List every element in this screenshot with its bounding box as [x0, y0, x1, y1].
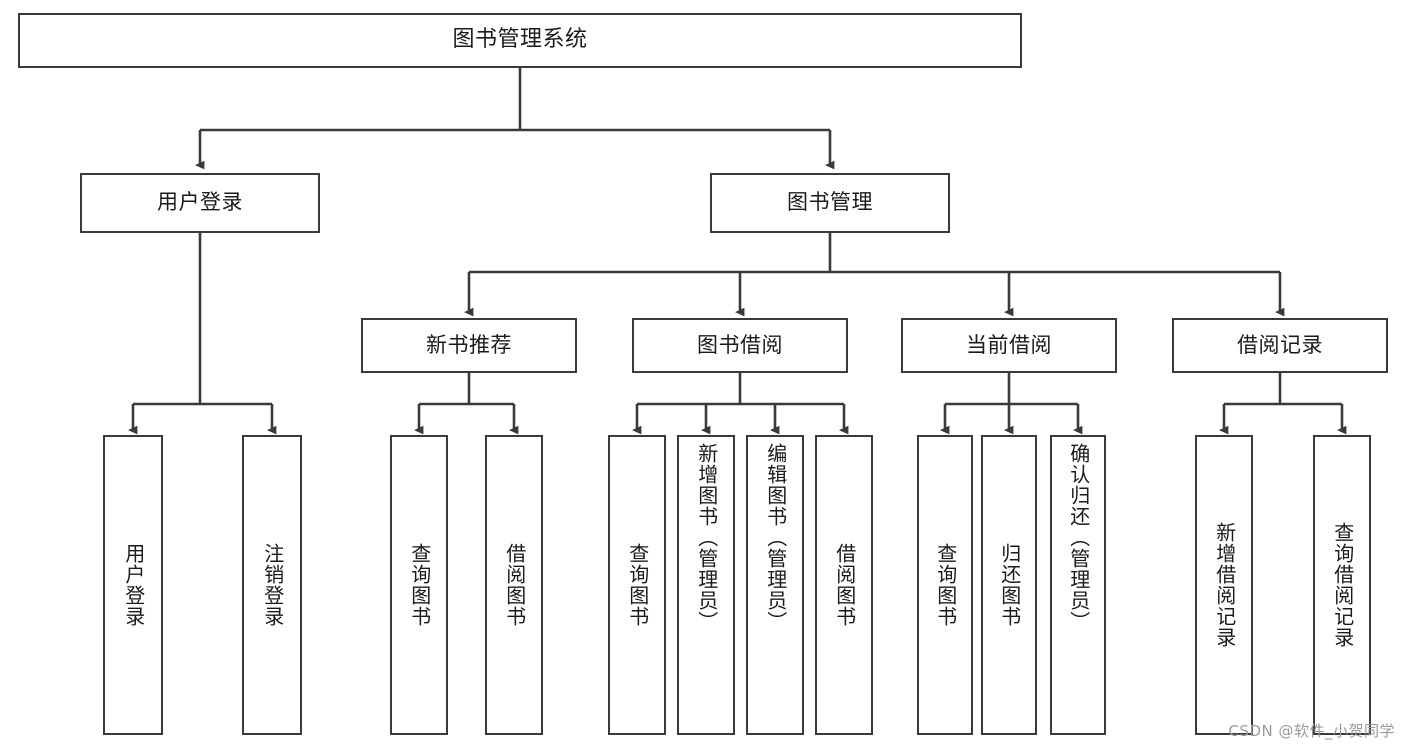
node-new-book-recommend[interactable]: 新书推荐: [361, 318, 577, 373]
node-book-management[interactable]: 图书管理: [710, 173, 950, 233]
node-label: 借阅图书: [502, 543, 527, 627]
node-label: 注销登录: [260, 543, 285, 627]
leaf-borrow-record-add[interactable]: 新增借阅记录: [1195, 435, 1253, 735]
node-label: 借阅记录: [1237, 332, 1323, 357]
node-current-borrow[interactable]: 当前借阅: [901, 318, 1117, 373]
node-label: 归还图书: [997, 543, 1022, 627]
leaf-user-login-logout[interactable]: 注销登录: [242, 435, 302, 735]
leaf-borrow-record-query[interactable]: 查询借阅记录: [1313, 435, 1371, 735]
node-borrow-record[interactable]: 借阅记录: [1172, 318, 1388, 373]
node-book-borrow[interactable]: 图书借阅: [632, 318, 848, 373]
node-label: 编辑图书（管理员）: [763, 443, 788, 632]
watermark-text: CSDN @软件_小贺同学: [1228, 722, 1395, 740]
node-label: 图书管理系统: [452, 27, 588, 53]
node-label: 查询借阅记录: [1330, 522, 1355, 648]
leaf-current-borrow-return[interactable]: 归还图书: [981, 435, 1037, 735]
leaf-current-borrow-query[interactable]: 查询图书: [917, 435, 973, 735]
leaf-new-book-query[interactable]: 查询图书: [390, 435, 448, 735]
node-label: 图书管理: [787, 190, 873, 215]
node-label: 新增借阅记录: [1212, 522, 1237, 648]
leaf-user-login-login[interactable]: 用户登录: [103, 435, 163, 735]
node-label: 当前借阅: [966, 332, 1052, 357]
leaf-book-borrow-query[interactable]: 查询图书: [608, 435, 666, 735]
leaf-new-book-borrow[interactable]: 借阅图书: [485, 435, 543, 735]
node-label: 查询图书: [407, 543, 432, 627]
node-label: 借阅图书: [832, 543, 857, 627]
node-label: 用户登录: [157, 190, 243, 215]
node-label: 新书推荐: [426, 332, 512, 357]
node-label: 新增图书（管理员）: [694, 443, 719, 632]
node-label: 用户登录: [121, 543, 146, 627]
leaf-book-borrow-borrow[interactable]: 借阅图书: [815, 435, 873, 735]
node-label: 确认归还（管理员）: [1066, 443, 1091, 632]
node-label: 查询图书: [933, 543, 958, 627]
node-root-system[interactable]: 图书管理系统: [18, 13, 1022, 68]
node-user-login[interactable]: 用户登录: [80, 173, 320, 233]
node-label: 图书借阅: [697, 332, 783, 357]
leaf-book-borrow-edit[interactable]: 编辑图书（管理员）: [746, 435, 804, 735]
node-label: 查询图书: [625, 543, 650, 627]
leaf-book-borrow-add[interactable]: 新增图书（管理员）: [677, 435, 735, 735]
leaf-current-borrow-confirm-return[interactable]: 确认归还（管理员）: [1050, 435, 1106, 735]
